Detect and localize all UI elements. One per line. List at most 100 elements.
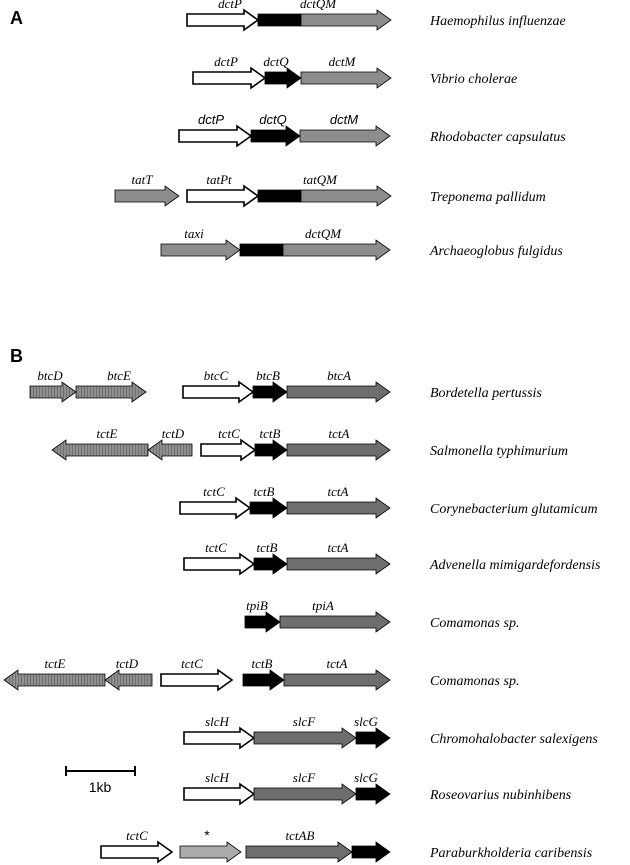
species-label: Archaeoglobus fulgidus: [429, 244, 563, 259]
gene-arrow: [179, 496, 252, 520]
gene-label: tctB: [252, 656, 273, 671]
gene-label: tctA: [329, 426, 350, 441]
gene-label: tatT: [132, 172, 154, 187]
gene-arrow: [147, 439, 193, 461]
gene-label: tctD: [116, 656, 139, 671]
gene-label: *: [204, 827, 210, 843]
gene-arrow: [355, 783, 391, 805]
gene-label: slcH: [205, 770, 229, 785]
species-label: Salmonella typhimurium: [430, 444, 568, 459]
gene-label: slcF: [293, 714, 316, 729]
gene-label: dctM: [329, 54, 357, 69]
gene-arrow: [282, 239, 391, 261]
gene-arrow: [249, 497, 288, 519]
gene-arrow: [100, 840, 174, 864]
gene-label: tctC: [205, 540, 227, 555]
gene-arrow: [355, 727, 391, 749]
species-label: Paraburkholderia caribensis: [429, 846, 593, 861]
panel-label: A: [10, 8, 23, 28]
gene-arrow: [182, 380, 255, 404]
gene-arrow: [300, 9, 392, 31]
gene-label: slcG: [354, 770, 378, 785]
gene-arrow: [286, 439, 391, 461]
gene-label: btcA: [327, 368, 351, 383]
gene-label: tctA: [328, 540, 349, 555]
operon-row: tpiB tpiA Comamonas sp.: [244, 598, 519, 633]
scale-bar: 1kb: [65, 766, 136, 795]
gene-label: dctM: [330, 112, 358, 127]
gene-label: slcG: [354, 714, 378, 729]
gene-arrow: [286, 553, 391, 575]
gene-arrow: [200, 438, 257, 462]
gene-arrow: [254, 439, 288, 461]
gene-arrow: [244, 611, 281, 633]
gene-label: dctQ: [259, 112, 286, 127]
gene-label: tctC: [181, 656, 203, 671]
gene-arrow: [286, 497, 391, 519]
gene-arrow: [51, 439, 149, 461]
gene-label: dctQM: [305, 226, 342, 241]
gene-label: tctC: [218, 426, 240, 441]
gene-arrow: [183, 782, 256, 806]
gene-arrow: [186, 184, 260, 208]
gene-arrow: [253, 553, 288, 575]
gene-label: btcC: [204, 368, 229, 383]
gene-label: btcE: [107, 368, 131, 383]
gene-arrow: [253, 727, 357, 749]
gene-label: tctAB: [286, 828, 315, 843]
gene-arrow: [245, 841, 353, 863]
species-label: Chromohalobacter salexigens: [430, 732, 598, 747]
gene-arrow: [178, 124, 253, 148]
species-label: Treponema pallidum: [430, 190, 546, 205]
gene-label: tctB: [257, 540, 278, 555]
species-label: Corynebacterium glutamicum: [430, 502, 598, 517]
gene-arrow: [283, 669, 391, 691]
gene-arrow: [183, 552, 256, 576]
gene-label: tctB: [260, 426, 281, 441]
gene-label: tatQM: [303, 172, 338, 187]
gene-label: dctQM: [300, 0, 337, 11]
gene-label: tpiA: [312, 598, 334, 613]
gene-label: tctD: [162, 426, 185, 441]
gene-arrow: [192, 66, 267, 90]
gene-label: tctC: [126, 828, 148, 843]
operon-row: tctC * tctAB Paraburkholderia caribensis: [100, 827, 593, 864]
gene-label: tctB: [254, 484, 275, 499]
gene-arrow: [257, 13, 302, 27]
species-label: Comamonas sp.: [430, 616, 519, 631]
gene-label: btcD: [37, 368, 63, 383]
gene-arrow: [3, 669, 106, 691]
operon-row: tctC tctB tctA Corynebacterium glutamicum: [179, 484, 598, 520]
gene-arrow: [186, 8, 260, 32]
gene-arrow: [242, 669, 285, 691]
species-label: Bordetella pertussis: [430, 386, 542, 401]
species-label: Rhodobacter capsulatus: [429, 130, 566, 145]
scale-bar-label: 1kb: [89, 779, 112, 795]
gene-arrow: [300, 67, 392, 89]
gene-label: dctQ: [263, 54, 289, 69]
gene-label: tctA: [328, 484, 349, 499]
panel-label: B: [10, 346, 23, 366]
gene-arrow: [160, 668, 234, 692]
species-label: Haemophilus influenzae: [429, 14, 566, 29]
gene-arrow: [264, 67, 302, 89]
gene-label: tctC: [203, 484, 225, 499]
gene-arrow: [250, 125, 301, 147]
gene-arrow: [252, 381, 288, 403]
gene-label: tpiB: [246, 598, 268, 613]
species-label: Roseovarius nubinhibens: [429, 788, 572, 803]
gene-label: tatPt: [206, 172, 232, 187]
gene-arrow: [160, 239, 241, 261]
gene-arrow: [286, 381, 391, 403]
gene-arrow: [75, 381, 147, 403]
